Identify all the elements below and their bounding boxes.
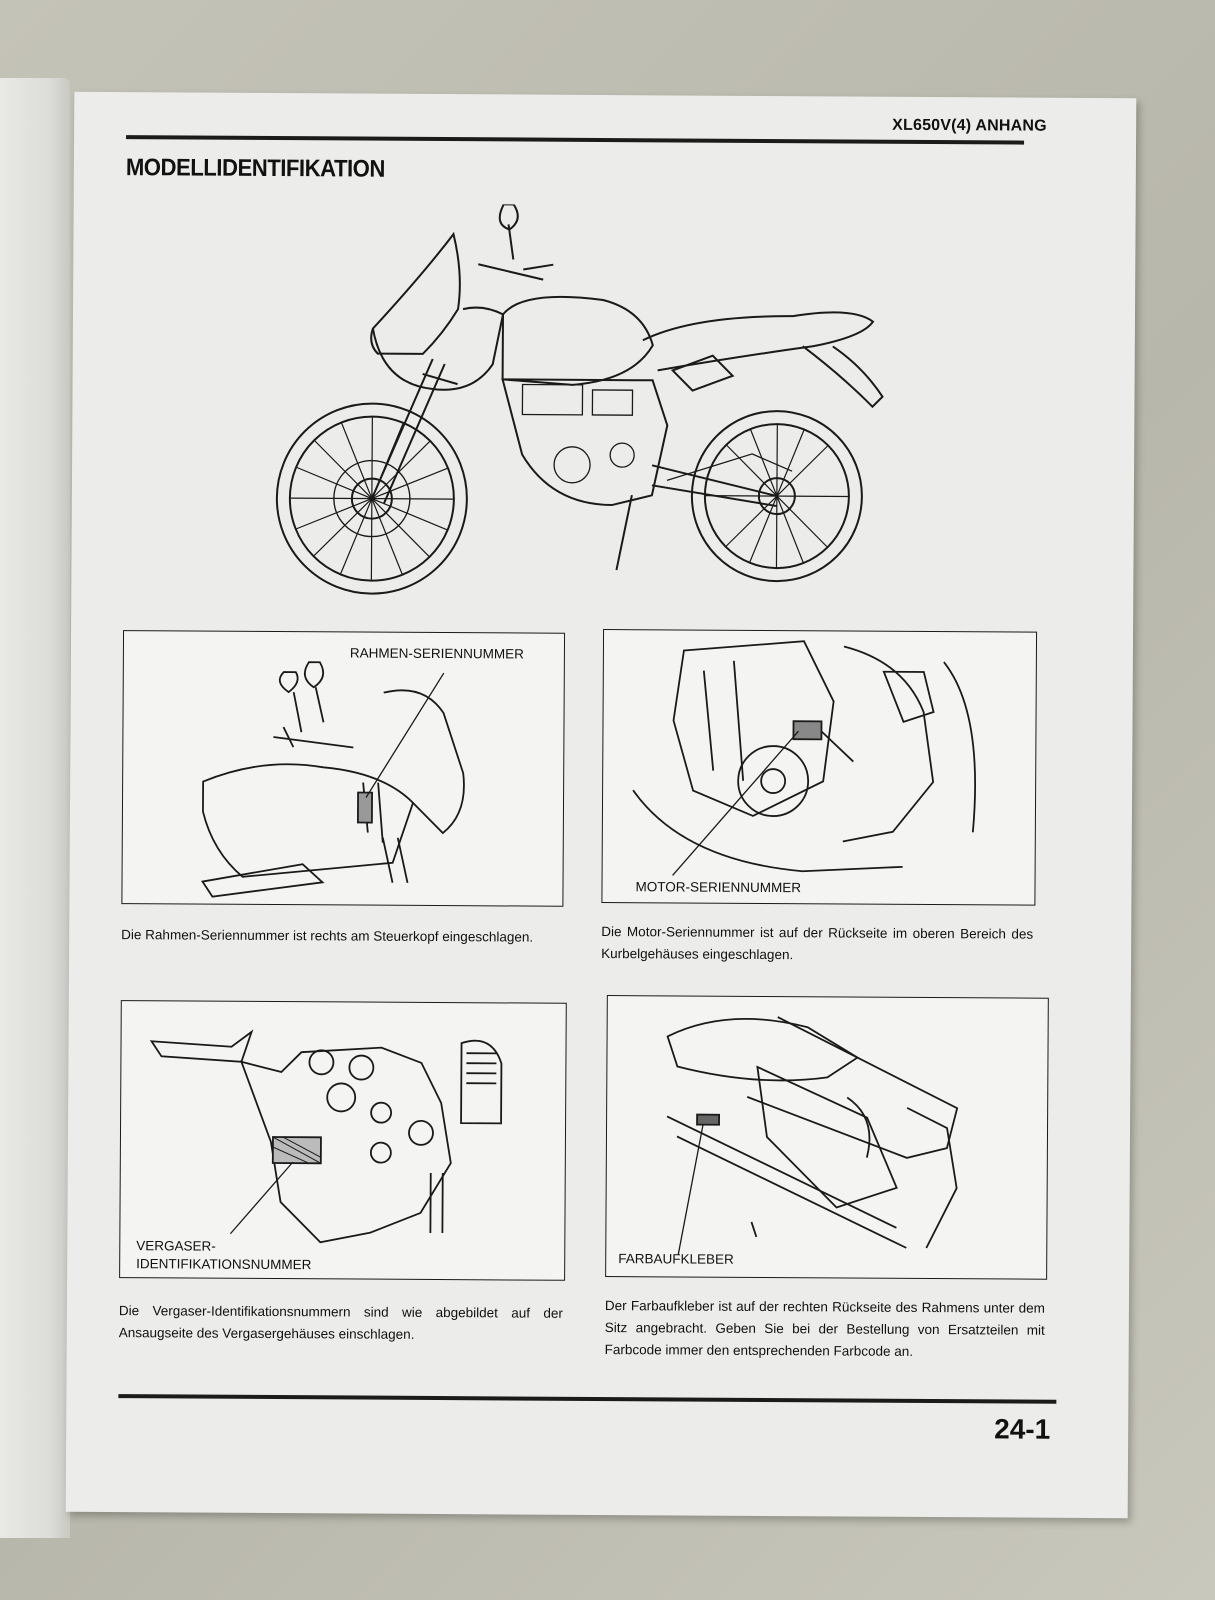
callout-frame-serial: RAHMEN-SERIENNUMMER (349, 645, 524, 662)
carb-id-drawing (149, 1029, 503, 1244)
engine-serial-drawing (632, 640, 977, 876)
motorcycle-illustration (275, 203, 884, 595)
caption-carb-id: Die Vergaser-Identifikationsnummern sind… (118, 1303, 563, 1342)
figure-engine-serial: MOTOR-SERIENNUMMER (601, 629, 1038, 906)
caption-frame-serial: Die Rahmen-Seriennummer ist rechts am St… (121, 927, 534, 945)
figure-frame-serial: RAHMEN-SERIENNUMMER (121, 630, 566, 907)
page-title: MODELLIDENTIFIKATION (125, 154, 385, 183)
manual-page: XL650V(4) ANHANG MODELLIDENTIFIKATION (65, 91, 1137, 1519)
caption-engine-serial: Die Motor-Seriennummer ist auf der Rücks… (601, 924, 1034, 963)
caption-color-label: Der Farbaufkleber ist auf der rechten Rü… (604, 1298, 1045, 1359)
color-label-drawing (666, 1016, 959, 1255)
figure-color-label: FARBAUFKLEBER (605, 995, 1049, 1280)
footer-rule (118, 1394, 1057, 1404)
callout-carb-id: VERGASER- IDENTIFIKATIONSNUMMER (136, 1238, 312, 1273)
facing-page-edge (0, 78, 70, 1538)
frame-serial-drawing (201, 661, 465, 898)
running-header: XL650V(4) ANHANG (892, 116, 1047, 135)
callout-engine-serial: MOTOR-SERIENNUMMER (635, 879, 802, 896)
figure-carb-id: VERGASER- IDENTIFIKATIONSNUMMER (119, 1000, 567, 1281)
page-number: 24-1 (994, 1413, 1051, 1445)
header-rule (126, 135, 1025, 145)
callout-color-label: FARBAUFKLEBER (618, 1251, 734, 1267)
